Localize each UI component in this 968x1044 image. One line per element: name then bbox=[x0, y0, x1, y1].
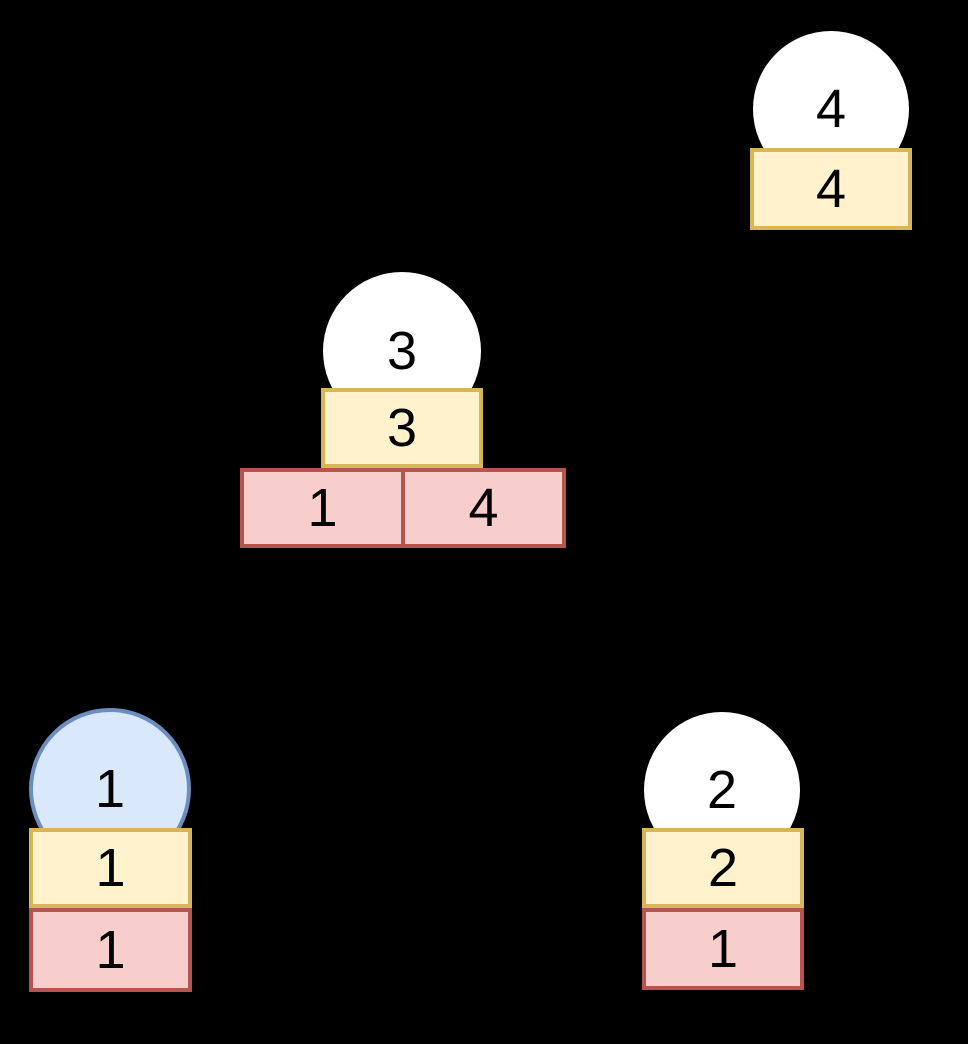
node-3-red-row: 1 4 bbox=[240, 468, 566, 548]
node-2-red-box: 1 bbox=[642, 908, 804, 990]
node-4-yellow-box: 4 bbox=[750, 148, 912, 230]
node-1-red-box: 1 bbox=[29, 908, 192, 992]
node-3-red-cell-0: 1 bbox=[240, 468, 405, 548]
node-3-red-cell-1: 4 bbox=[401, 468, 566, 548]
node-3-yellow-box: 3 bbox=[321, 388, 483, 468]
node-1-yellow-box: 1 bbox=[29, 828, 192, 908]
node-2-yellow-box: 2 bbox=[642, 828, 804, 908]
